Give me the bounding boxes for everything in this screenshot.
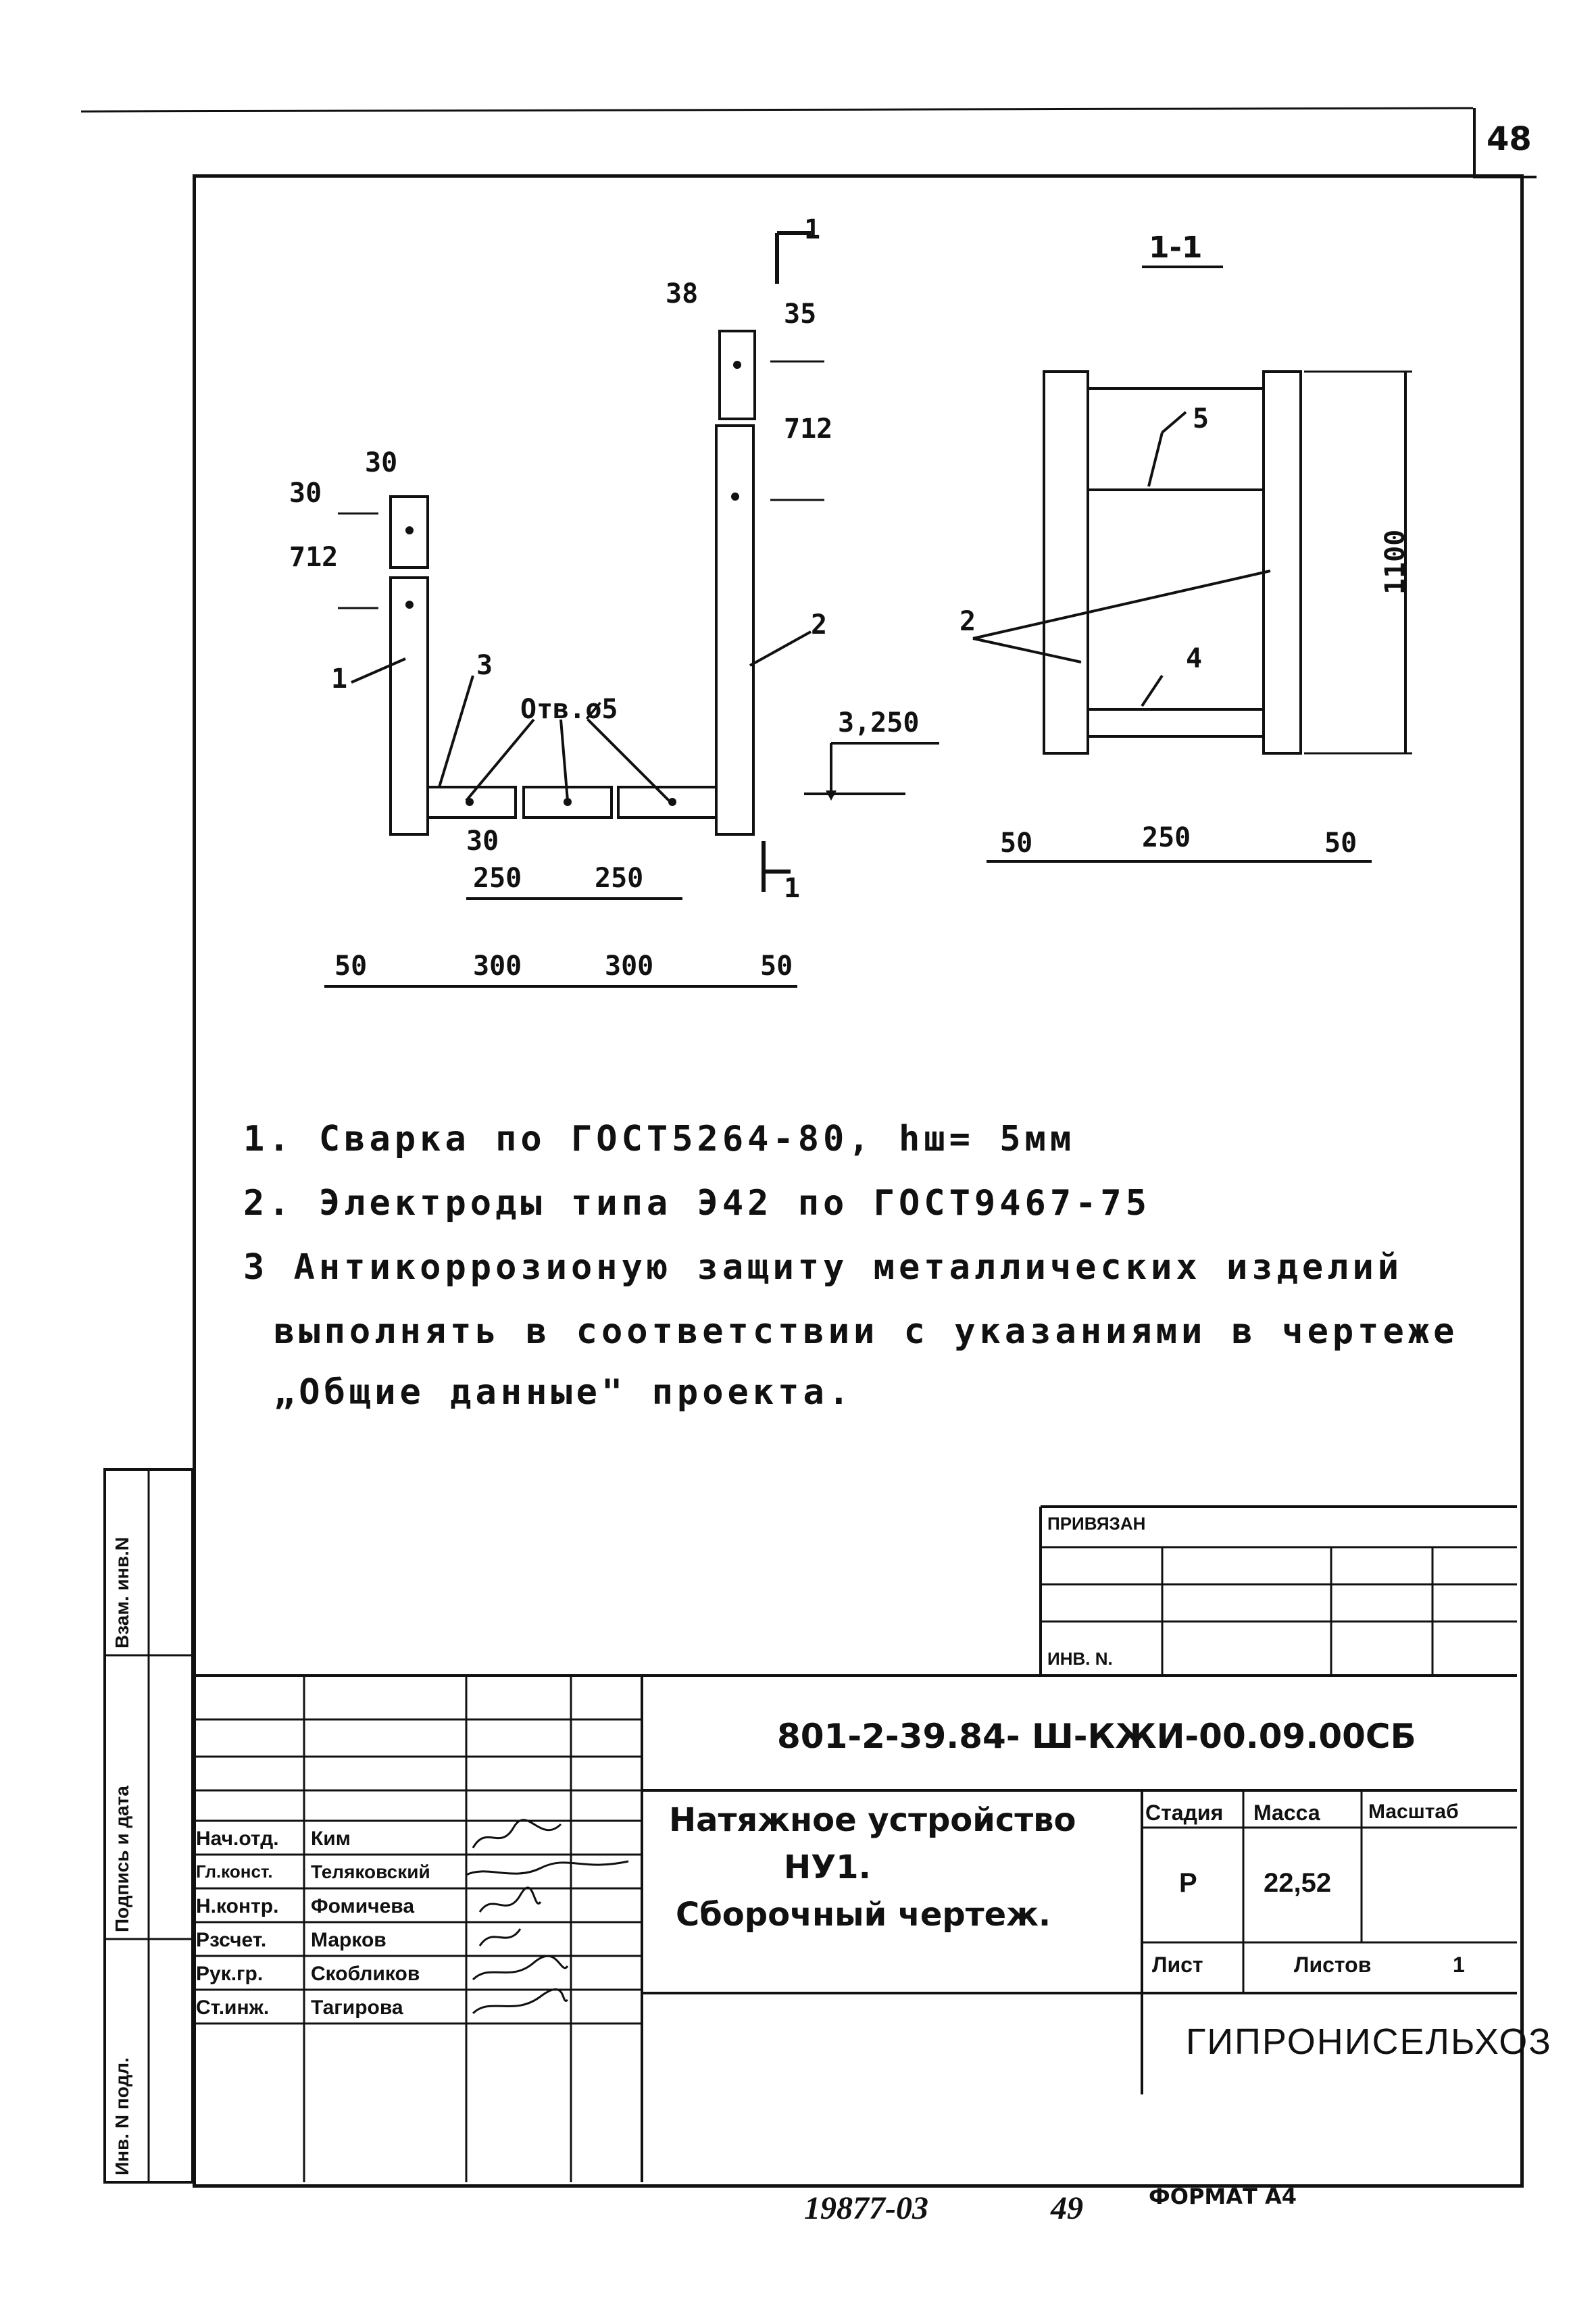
sig-name-4: Марков (311, 1929, 386, 1951)
sheets-label: Листов (1294, 1953, 1372, 1977)
dim-bottom-50-left: 50 (334, 951, 368, 982)
mass-value: 22,52 (1264, 1868, 1332, 1898)
left-post (389, 576, 429, 836)
right-post-top (718, 330, 756, 420)
dim-bottom-30: 30 (466, 826, 499, 857)
scale-label: Масштаб (1368, 1801, 1459, 1823)
dim-section-250: 250 (1142, 822, 1191, 853)
hole-label: Отв.ø5 (520, 694, 618, 725)
section-post-left (1043, 370, 1089, 755)
dim-right-top-h: 35 (784, 299, 817, 330)
position-5-label: 5 (1193, 403, 1210, 434)
format-label: ФОРМАТ А4 (1149, 2184, 1297, 2209)
page-number-box (1473, 108, 1537, 178)
drawing-frame (193, 174, 1524, 2188)
left-post-top (389, 495, 429, 569)
position-2-section-label: 2 (959, 606, 976, 637)
stage-value: Р (1179, 1868, 1197, 1898)
section-post-right (1262, 370, 1302, 755)
sig-name-2: Теляковский (311, 1861, 430, 1882)
bottom-number: 19877-03 (804, 2190, 928, 2226)
side-stamp-vzam: Взам. инв.N (111, 1537, 132, 1649)
dim-top-w: 30 (365, 447, 398, 478)
sig-role-4: Рзсчет. (196, 1929, 267, 1951)
sig-name-3: Фомичева (311, 1895, 415, 1917)
dim-bottom-300-b: 300 (605, 951, 654, 982)
dim-section-50-left: 50 (1000, 828, 1033, 859)
position-4-label: 4 (1186, 643, 1203, 674)
dim-bottom-250-a: 250 (473, 863, 522, 894)
sig-role-2: Гл.конст. (196, 1861, 273, 1882)
title-line-3: Сборочный чертеж. (676, 1896, 1051, 1934)
sig-name-5: Скобликов (311, 1963, 420, 1985)
bottom-page: 49 (1051, 2190, 1083, 2226)
section-mark-top: 1 (804, 214, 821, 245)
bottom-plate-right (617, 786, 718, 819)
sig-role-1: Нач.отд. (196, 1828, 279, 1850)
right-post (715, 424, 755, 836)
organization: ГИПРОНИСЕЛЬХОЗ (1186, 2021, 1552, 2062)
dim-section-50-right: 50 (1324, 828, 1357, 859)
side-stamp-podpis: Подпись и дата (111, 1786, 132, 1932)
note-2: 2. Электроды типа Э42 по ГОСТ9467-75 (243, 1183, 1151, 1224)
section-mark-bottom: 1 (784, 873, 801, 904)
sig-role-5: Рук.гр. (196, 1963, 264, 1985)
stage-label: Стадия (1145, 1801, 1224, 1825)
dim-right-top-w: 38 (666, 278, 699, 309)
sig-role-6: Ст.инж. (196, 1996, 270, 2019)
note-1: 1. Сварка по ГОСТ5264-80, hш= 5мм (243, 1119, 1076, 1159)
dim-left-712: 712 (289, 542, 339, 573)
dim-bottom-50-right: 50 (760, 951, 793, 982)
note-3-cont-1: выполнять в соответствии с указаниями в … (274, 1311, 1459, 1352)
elevation-mark: 3,250 (838, 707, 920, 738)
sig-name-6: Тагирова (311, 1996, 403, 2019)
note-3: 3 Антикоррозионую защиту металлических и… (243, 1247, 1403, 1288)
sheet-label: Лист (1152, 1953, 1203, 1977)
inv-no-label: ИНВ. N. (1047, 1649, 1113, 1669)
note-3-cont-2: „Общие данные" проекта. (274, 1372, 854, 1413)
sig-name-1: Ким (311, 1828, 351, 1850)
dim-top-h: 30 (289, 478, 322, 509)
bottom-plate-left (426, 786, 517, 819)
sig-role-3: Н.контр. (196, 1895, 279, 1917)
title-line-1: Натяжное устройство (669, 1801, 1076, 1839)
dim-bottom-300-a: 300 (473, 951, 522, 982)
side-stamp-inv-podl: Инв. N подл. (111, 2057, 132, 2175)
section-title: 1-1 (1149, 230, 1203, 265)
dim-right-712: 712 (784, 413, 833, 445)
position-3-label: 3 (476, 650, 493, 681)
dim-bottom-250-b: 250 (595, 863, 644, 894)
document-code: 801-2-39.84- Ш-КЖИ-00.09.00СБ (777, 1717, 1416, 1756)
mass-label: Масса (1253, 1801, 1320, 1825)
page-number: 48 (1487, 120, 1532, 158)
privyazan-label: ПРИВЯЗАН (1047, 1513, 1146, 1534)
position-2-label: 2 (811, 609, 828, 640)
title-line-2: НУ1. (784, 1848, 871, 1886)
sheets-count: 1 (1453, 1953, 1465, 1977)
position-1-label: 1 (331, 663, 348, 695)
